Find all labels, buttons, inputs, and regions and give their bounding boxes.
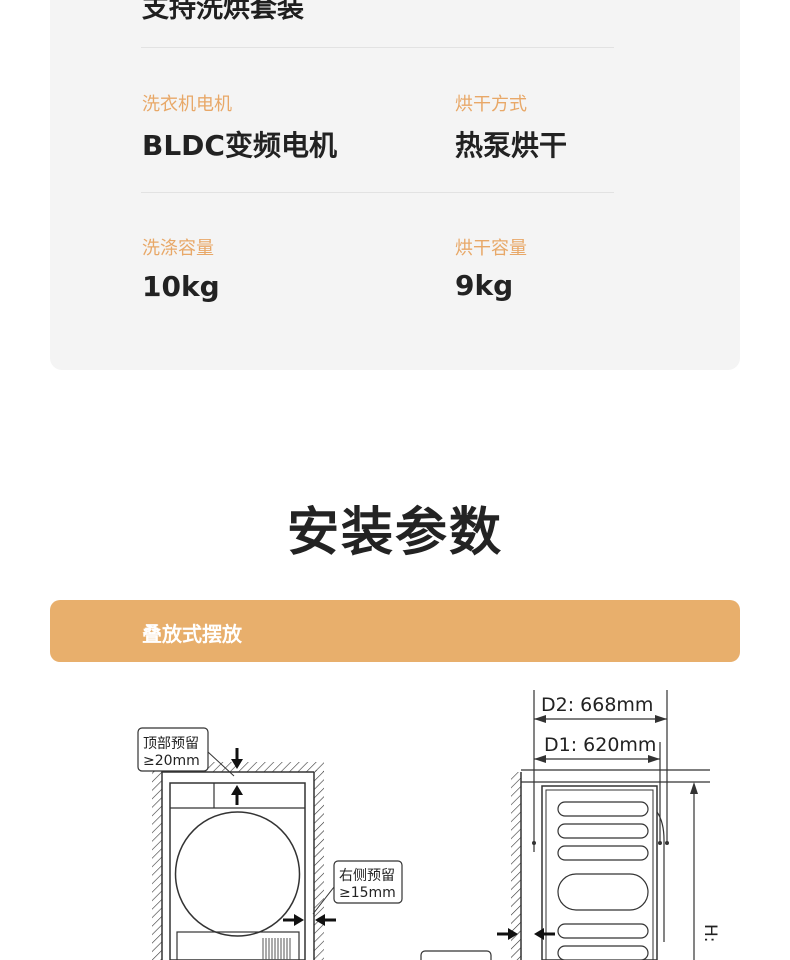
depth-d1-label: D1: 620mm: [544, 734, 656, 756]
back-clearance-callout: [420, 950, 492, 960]
top-clearance-arrows: [231, 748, 243, 805]
right-clearance-label: 右侧预留: [339, 868, 395, 884]
back-wall-hatch: [511, 772, 521, 960]
filter-vent: [262, 938, 291, 960]
back-clearance-arrows: [497, 928, 555, 940]
installation-diagram: 顶部预留 ≥20mm 右侧预留 ≥15mm D2: 668mm D1: 620m…: [137, 690, 720, 960]
height-h-label: H:: [700, 924, 720, 943]
spec-value-wash-capacity: 10kg: [142, 270, 220, 303]
stacked-mode-banner: 叠放式摆放: [50, 600, 740, 662]
spec-label-dry-capacity: 烘干容量: [455, 238, 527, 259]
spec-label-wash-capacity: 洗涤容量: [142, 238, 214, 259]
spec-value-dry-capacity: 9kg: [455, 269, 514, 302]
spec-divider-1: [141, 47, 614, 48]
spec-top-partial-text: 支持洗烘套装: [142, 0, 304, 24]
spec-divider-2: [141, 192, 614, 193]
right-clearance-arrows: [283, 914, 336, 926]
right-clearance-callout: 右侧预留 ≥15mm: [312, 860, 403, 915]
top-clearance-value: ≥20mm: [143, 753, 200, 769]
spec-label-drying-method: 烘干方式: [455, 94, 527, 115]
side-view: D2: 668mm D1: 620mm H:: [420, 690, 720, 960]
depth-d2-label: D2: 668mm: [541, 694, 653, 716]
spec-value-motor: BLDC变频电机: [142, 129, 337, 162]
right-clearance-value: ≥15mm: [339, 885, 396, 901]
top-clearance-label: 顶部预留: [143, 736, 199, 752]
install-section-title: 安装参数: [286, 503, 503, 563]
spec-card: [50, 0, 740, 370]
right-wall-hatch: [314, 770, 324, 960]
stacked-mode-label: 叠放式摆放: [142, 622, 242, 646]
front-view: 顶部预留 ≥20mm 右侧预留 ≥15mm: [137, 727, 403, 960]
dryer-door: [174, 811, 301, 937]
spec-label-motor: 洗衣机电机: [142, 94, 232, 115]
top-clearance-callout: 顶部预留 ≥20mm: [137, 727, 235, 777]
left-wall-hatch: [152, 770, 162, 960]
spec-value-drying-method: 热泵烘干: [455, 129, 568, 162]
